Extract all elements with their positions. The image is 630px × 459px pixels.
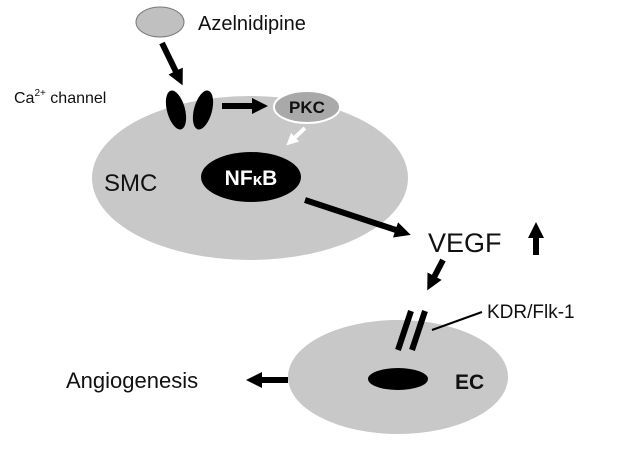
- channel-subunit-right: [192, 90, 214, 130]
- receptor-label: KDR/Flk-1: [487, 302, 575, 323]
- arrow-vegf-to-receptor: [427, 258, 446, 291]
- ec-label: EC: [455, 371, 484, 394]
- receptor-label-pointer: [431, 311, 483, 331]
- angiogenesis-label: Angiogenesis: [66, 368, 198, 393]
- azelnidipine-oval: [135, 6, 185, 38]
- channel-subunit-left: [165, 90, 187, 130]
- arrow-pkc-to-nfkb: [286, 126, 307, 146]
- receptor-bar-left: [395, 310, 414, 351]
- azelnidipine-label: Azelnidipine: [198, 13, 306, 35]
- nfkb-oval: [201, 152, 301, 202]
- ec-nucleus: [368, 368, 428, 390]
- pkc-oval: [273, 90, 341, 124]
- ca-channel-label: Ca2+ channel: [14, 88, 106, 107]
- pkc-label: PKC: [289, 98, 325, 117]
- arrow-nfkb-to-vegf: [304, 197, 411, 238]
- vegf-label: VEGF: [428, 228, 502, 258]
- arrow-drug-to-channel: [159, 41, 183, 86]
- smc-label: SMC: [104, 170, 157, 197]
- nfkb-label: NFκB: [225, 167, 278, 190]
- receptor-bar-right: [409, 310, 428, 351]
